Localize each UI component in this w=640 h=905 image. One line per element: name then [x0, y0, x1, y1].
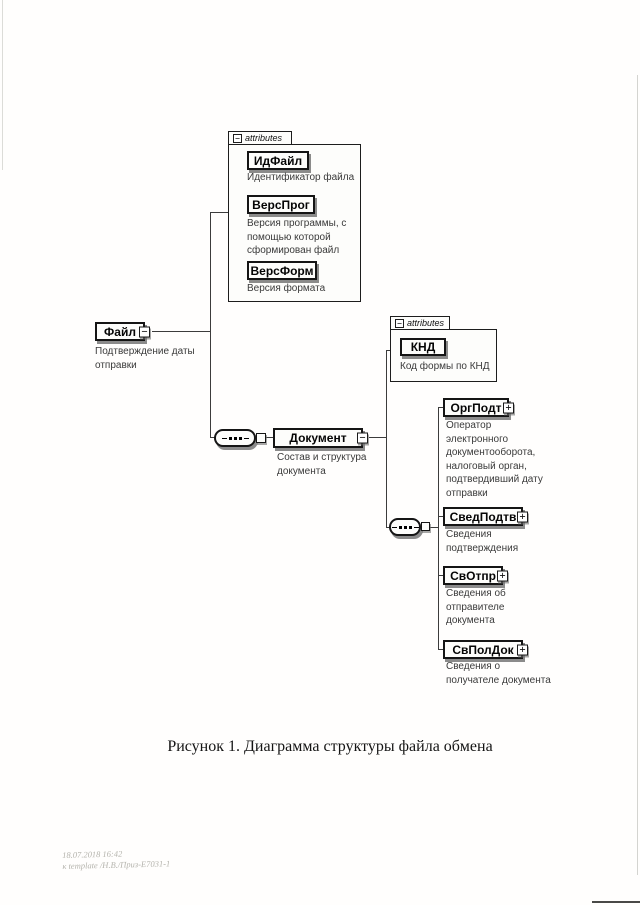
- attribute-versprog-label: ВерсПрог: [252, 197, 310, 212]
- element-svotpr: СвОтпр +: [443, 566, 508, 585]
- sequence-dot: [238, 436, 242, 440]
- sequence-dot: [408, 525, 412, 529]
- expand-icon: +: [517, 511, 528, 522]
- element-orgpodt: ОргПодт +: [443, 398, 514, 417]
- sequence-dot: [398, 525, 402, 529]
- connector-line: [386, 350, 391, 351]
- element-document: Документ −: [273, 428, 368, 448]
- element-svpoldok-label: СвПолДок: [452, 642, 514, 657]
- sequence-icon: [391, 525, 419, 529]
- attribute-knd-annotation: Код формы по КНД: [400, 361, 490, 372]
- scan-edge-artifact: [2, 0, 3, 170]
- element-file-annotation: Подтверждение даты отправки: [95, 346, 195, 371]
- scan-stamp-ref: к template /Н.В./Приз-Е7031-1: [62, 858, 171, 871]
- element-document-annotation: Состав и структура документа: [277, 452, 367, 477]
- attribute-versprog-annotation: Версия программы, с помощью которой сфор…: [247, 218, 347, 256]
- sequence-connector: [214, 429, 256, 447]
- connector-line: [438, 516, 444, 517]
- connector-line: [265, 437, 274, 438]
- sequence-handle: [256, 433, 266, 443]
- sequence-dot: [403, 525, 407, 529]
- attribute-knd: КНД: [400, 338, 446, 356]
- sequence-icon: [221, 436, 249, 440]
- attribute-idfile-label: ИдФайл: [253, 153, 303, 168]
- connector-line: [438, 407, 439, 650]
- connector-line: [438, 649, 444, 650]
- scan-edge-artifact: [637, 75, 638, 875]
- attribute-versform: ВерсФорм: [247, 261, 317, 280]
- connector-line: [438, 575, 444, 576]
- sequence-dash: [221, 437, 227, 439]
- sequence-handle: [421, 522, 430, 531]
- element-document-label: Документ: [289, 431, 347, 445]
- attribute-idfile: ИдФайл: [247, 151, 309, 170]
- connector-line: [386, 350, 387, 528]
- connector-line: [429, 527, 439, 528]
- element-svotpr-annotation: Сведения об отправителе документа: [446, 588, 506, 626]
- attributes-label: attributes: [245, 133, 283, 143]
- sequence-dash: [391, 526, 397, 528]
- connector-line: [438, 407, 444, 408]
- connector-line: [210, 437, 215, 438]
- connector-line: [369, 437, 386, 438]
- file-attributes-tab: − attributes: [228, 131, 292, 145]
- element-svedpodtv: СведПодтв +: [443, 507, 528, 526]
- sequence-dash: [243, 437, 249, 439]
- connector-line: [386, 527, 390, 528]
- element-orgpodt-label: ОргПодт: [450, 400, 502, 415]
- attribute-versform-label: ВерсФорм: [250, 263, 314, 278]
- element-svpoldok-annotation: Сведения о получателе документа: [446, 661, 551, 686]
- document-attributes-tab: − attributes: [390, 316, 450, 330]
- connector-line: [210, 212, 228, 213]
- figure-caption: Рисунок 1. Диаграмма структуры файла обм…: [167, 738, 493, 755]
- sequence-dot: [233, 436, 237, 440]
- connector-line: [210, 212, 211, 438]
- element-svpoldok: СвПолДок +: [443, 640, 528, 659]
- element-svedpodtv-annotation: Сведения подтверждения: [446, 529, 519, 554]
- collapse-icon: −: [139, 326, 150, 337]
- scan-edge-artifact: [592, 901, 640, 903]
- attribute-versform-annotation: Версия формата: [247, 283, 326, 294]
- sequence-dash: [413, 526, 419, 528]
- expand-icon: +: [497, 570, 508, 581]
- attribute-knd-label: КНД: [410, 340, 436, 354]
- collapse-icon: −: [233, 133, 242, 143]
- element-file: Файл −: [95, 322, 150, 341]
- connector-line: [152, 331, 210, 332]
- sequence-dot: [228, 436, 232, 440]
- attributes-label: attributes: [407, 318, 445, 328]
- attribute-idfile-annotation: Идентификатор файла: [247, 172, 355, 183]
- scan-stamp: 18.07.2018 16:42 к template /Н.В./Приз-Е…: [62, 847, 170, 872]
- expand-icon: +: [503, 402, 514, 413]
- element-svotpr-label: СвОтпр: [450, 568, 496, 583]
- collapse-icon: −: [395, 318, 404, 328]
- element-svedpodtv-label: СведПодтв: [449, 509, 517, 524]
- sequence-connector: [389, 518, 421, 536]
- attribute-versprog: ВерсПрог: [247, 195, 315, 214]
- expand-icon: +: [517, 644, 528, 655]
- element-orgpodt-annotation: Оператор электронного документооборота, …: [446, 420, 543, 499]
- collapse-icon: −: [357, 432, 368, 444]
- element-file-label: Файл: [104, 324, 136, 339]
